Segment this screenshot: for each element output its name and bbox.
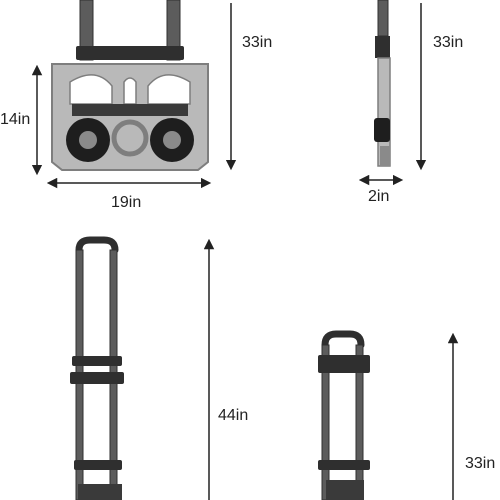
folded-depth-label: 14in	[0, 111, 31, 128]
folded-thickness-label: 2in	[368, 188, 390, 205]
folded-front-height-label: 33in	[242, 34, 273, 51]
folded-cart-front	[51, 0, 209, 171]
extended-short-height-label: 33in	[465, 455, 496, 472]
extended-cart-short	[318, 330, 370, 500]
folded-width-label: 19in	[111, 194, 142, 211]
folded-side-height-label: 33in	[433, 34, 464, 51]
folded-cart-side	[374, 0, 391, 167]
extended-tall-height-label: 44in	[218, 407, 249, 424]
extended-cart-tall	[70, 236, 124, 500]
